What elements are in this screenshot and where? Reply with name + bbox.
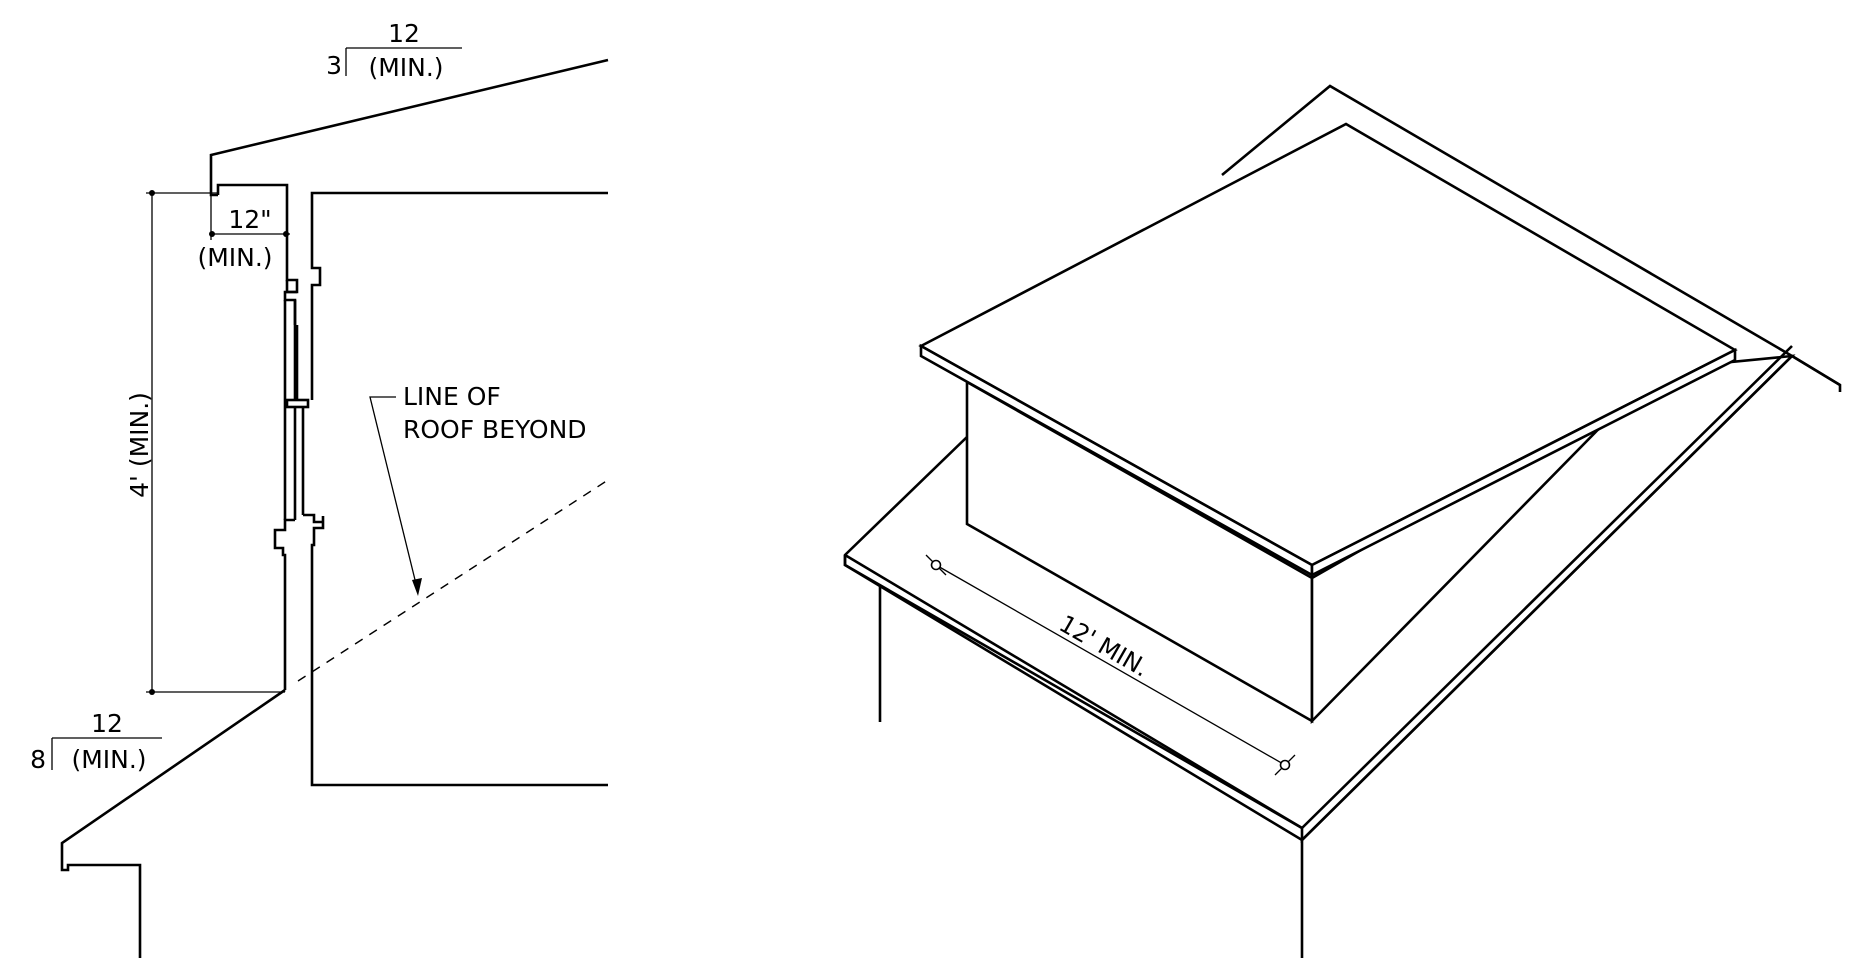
section-view: 12 3 (MIN.) 12 8 (MIN.) 12" (MIN.) 4' (M… [30, 19, 609, 958]
window-sill-outer [303, 513, 325, 690]
dormer-roof-side-edge [1310, 347, 1737, 578]
dormer-head-trim [285, 280, 297, 294]
main-wall-upper [310, 191, 608, 295]
length-dimension-line [935, 564, 1286, 766]
callout-leader [369, 396, 419, 593]
callout-text-line2: ROOF BEYOND [403, 415, 587, 444]
lower-pitch-run: 12 [91, 709, 123, 738]
callout-text-line1: LINE OF [403, 382, 501, 411]
overhang-note: (MIN.) [197, 243, 272, 272]
dim-tick [149, 190, 155, 196]
main-roof-right-edge [1301, 345, 1793, 829]
main-wall-lower [310, 690, 608, 787]
window-meeting-rail [285, 398, 310, 409]
lower-pitch-rise: 8 [30, 745, 46, 774]
isometric-view: 12' MIN. [843, 84, 1842, 958]
lower-pitch-note: (MIN.) [71, 745, 146, 774]
upper-roof-slope [209, 58, 609, 197]
overhang-label: 12" [228, 205, 271, 234]
height-label: 4' (MIN.) [125, 392, 154, 498]
dim-tick [283, 231, 289, 237]
main-roof-hip-right [1791, 354, 1842, 392]
lower-roof-slope [60, 688, 286, 958]
upper-pitch-note: (MIN.) [368, 53, 443, 82]
upper-pitch-rise: 3 [326, 51, 342, 80]
dim-tick [209, 231, 215, 237]
dim-tick [149, 689, 155, 695]
callout-arrowhead [412, 578, 422, 596]
window-sill [273, 518, 295, 690]
main-roof-eave-top-edge [844, 553, 1303, 830]
roof-beyond-dashed-line [297, 479, 609, 682]
upper-pitch-run: 12 [388, 19, 420, 48]
main-roof-eave-edge [843, 355, 1793, 842]
dim-point-left [930, 559, 942, 571]
dormer-top-plate [216, 183, 299, 325]
dim-point-right [1279, 759, 1291, 771]
